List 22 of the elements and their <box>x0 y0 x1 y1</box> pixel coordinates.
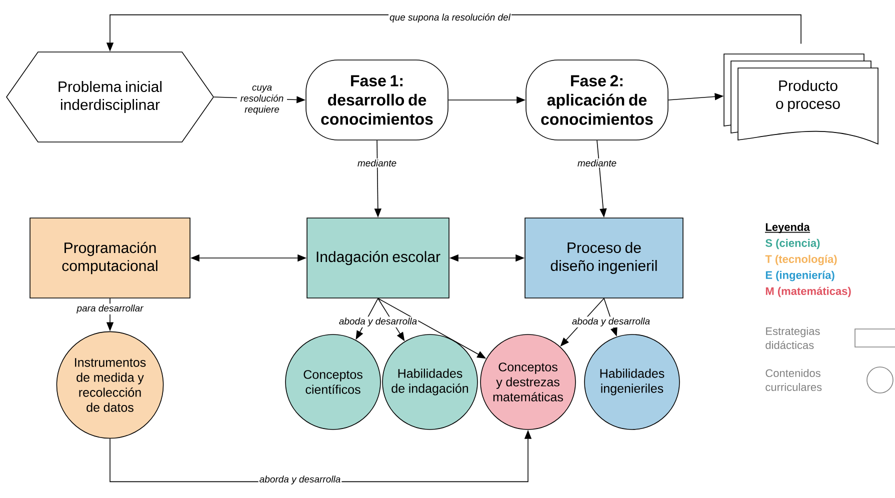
phase-box: Fase 1: desarrollo de conocimientos <box>306 60 448 140</box>
edge-label: cuya resolución requiere <box>237 84 287 116</box>
phase-box: Fase 2: aplicación de conocimientos <box>526 60 668 140</box>
strategy-box: Proceso de diseño ingenieril <box>524 218 684 298</box>
legend-entry: T (tecnología) <box>765 254 837 266</box>
legend-entry: S (ciencia) <box>766 238 820 250</box>
strategy-box: Indagación escolar <box>306 218 450 298</box>
edge-label: aborda y desarrolla <box>258 474 342 486</box>
edge-label: mediante <box>356 158 398 168</box>
document-stack: Producto o proceso <box>724 54 878 144</box>
edge-label: que supona la resolución del <box>388 12 512 24</box>
edge-label: mediante <box>576 158 618 168</box>
legend-entry: Contenidos curriculares <box>766 366 894 394</box>
legend-entry: Estrategias didácticas <box>766 326 895 350</box>
edge-label: aboda y desarrolla <box>338 316 418 328</box>
strategy-box: Programación computacional <box>30 218 190 298</box>
legend-entry: M (matemáticas) <box>766 286 851 298</box>
legend-entry: E (ingeniería) <box>766 270 834 282</box>
edge-label: para desarrollar <box>76 304 144 314</box>
hexagon-box: Problema inicial inderdisciplinar <box>6 52 214 142</box>
edge-label: aboda y desarrolla <box>570 316 652 328</box>
legend-title: Leyenda <box>766 222 810 234</box>
